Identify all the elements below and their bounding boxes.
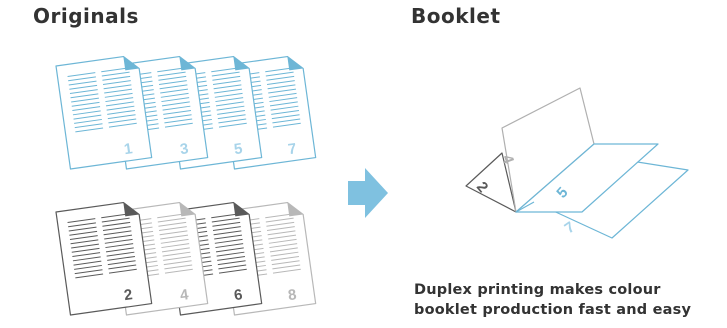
caption: Duplex printing makes colour booklet pro… [414,280,691,320]
originals-heading: Originals [33,4,139,28]
original-page-7-number: 7 [287,140,298,158]
original-page-5-number: 5 [233,140,244,158]
original-page-1-number: 1 [123,140,134,158]
caption-line-2: booklet production fast and easy [414,302,692,318]
original-page-8-number: 8 [287,286,298,304]
original-page-4-number: 4 [179,286,190,304]
originals-bottom-row: 8 6 4 2 [55,201,317,316]
original-page-2-number: 2 [123,286,134,304]
booklet-heading: Booklet [411,4,501,28]
booklet-illustration: 4 2 5 7 [465,87,689,239]
original-page-2: 2 [55,201,153,316]
caption-line-1: Duplex printing makes colour [414,282,661,298]
original-page-3-number: 3 [179,140,190,158]
originals-top-row: 7 5 3 1 [55,55,317,170]
right-arrow-icon [348,168,388,218]
original-page-6-number: 6 [233,286,244,304]
original-page-1: 1 [55,55,153,170]
